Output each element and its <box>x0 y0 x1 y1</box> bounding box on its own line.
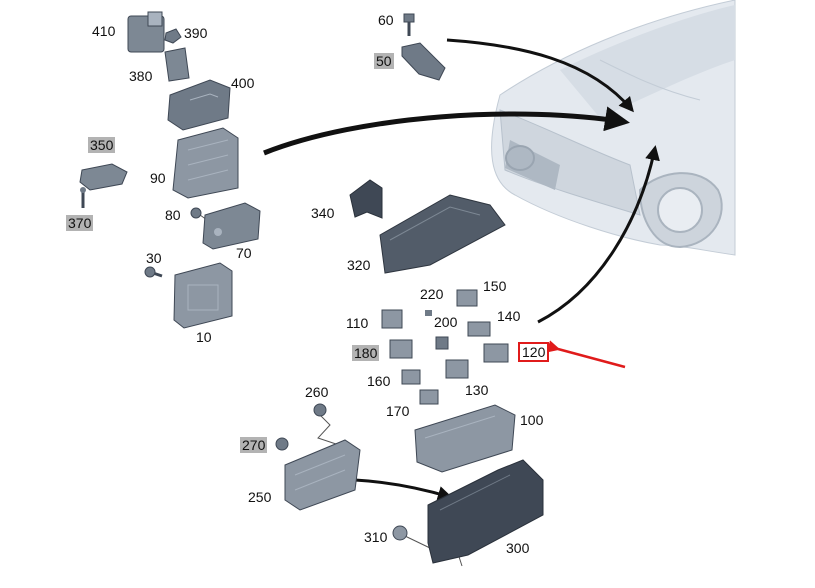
part-340 <box>349 179 383 219</box>
part-70 <box>202 202 261 250</box>
part-390 <box>164 28 182 44</box>
part-80 <box>190 207 202 219</box>
label-80: 80 <box>165 207 181 223</box>
part-200 <box>435 336 449 350</box>
label-370: 370 <box>66 215 94 231</box>
label-310: 310 <box>364 529 388 545</box>
part-320 <box>379 194 506 274</box>
label-10: 10 <box>196 329 212 345</box>
part-100 <box>414 404 516 473</box>
part-10 <box>173 262 233 329</box>
part-300 <box>427 459 544 564</box>
part-270 <box>275 437 289 451</box>
part-410 <box>127 11 165 53</box>
label-150: 150 <box>483 278 507 294</box>
label-300: 300 <box>506 540 530 556</box>
label-90: 90 <box>150 170 166 186</box>
label-320: 320 <box>347 257 371 273</box>
label-50: 50 <box>374 53 394 69</box>
label-390: 390 <box>184 25 208 41</box>
label-180: 180 <box>352 345 380 361</box>
car-front-silhouette <box>491 0 736 256</box>
part-180 <box>389 339 413 359</box>
label-220: 220 <box>420 286 444 302</box>
label-120-highlighted: 120 <box>518 342 550 362</box>
part-380 <box>164 47 190 82</box>
label-160: 160 <box>367 373 391 389</box>
label-110: 110 <box>346 315 369 331</box>
part-130 <box>445 359 469 379</box>
label-270: 270 <box>240 437 268 453</box>
label-30: 30 <box>146 250 162 266</box>
part-170 <box>419 389 439 405</box>
label-200: 200 <box>434 314 458 330</box>
part-350 <box>79 163 128 191</box>
label-250: 250 <box>248 489 272 505</box>
part-120 <box>483 343 509 363</box>
assembly-arrows <box>263 38 660 501</box>
label-140: 140 <box>497 308 521 324</box>
label-340: 340 <box>311 205 335 221</box>
label-400: 400 <box>231 75 255 91</box>
part-150 <box>456 289 478 307</box>
part-400 <box>167 79 231 131</box>
part-250 <box>284 439 361 511</box>
part-160 <box>401 369 421 385</box>
label-100: 100 <box>520 412 544 428</box>
part-50 <box>401 42 446 81</box>
part-370 <box>80 187 86 208</box>
label-130: 130 <box>465 382 489 398</box>
label-410: 410 <box>92 23 116 39</box>
label-70: 70 <box>236 245 252 261</box>
part-220 <box>425 310 432 316</box>
part-60 <box>403 13 415 36</box>
part-30 <box>144 266 163 278</box>
part-110 <box>381 309 403 329</box>
label-260: 260 <box>305 384 329 400</box>
label-170: 170 <box>386 403 410 419</box>
label-350: 350 <box>88 137 116 153</box>
part-140 <box>467 321 491 337</box>
part-310 <box>392 525 408 541</box>
label-60: 60 <box>378 12 394 28</box>
label-380: 380 <box>129 68 153 84</box>
part-260 <box>313 403 327 417</box>
part-90 <box>172 127 239 199</box>
